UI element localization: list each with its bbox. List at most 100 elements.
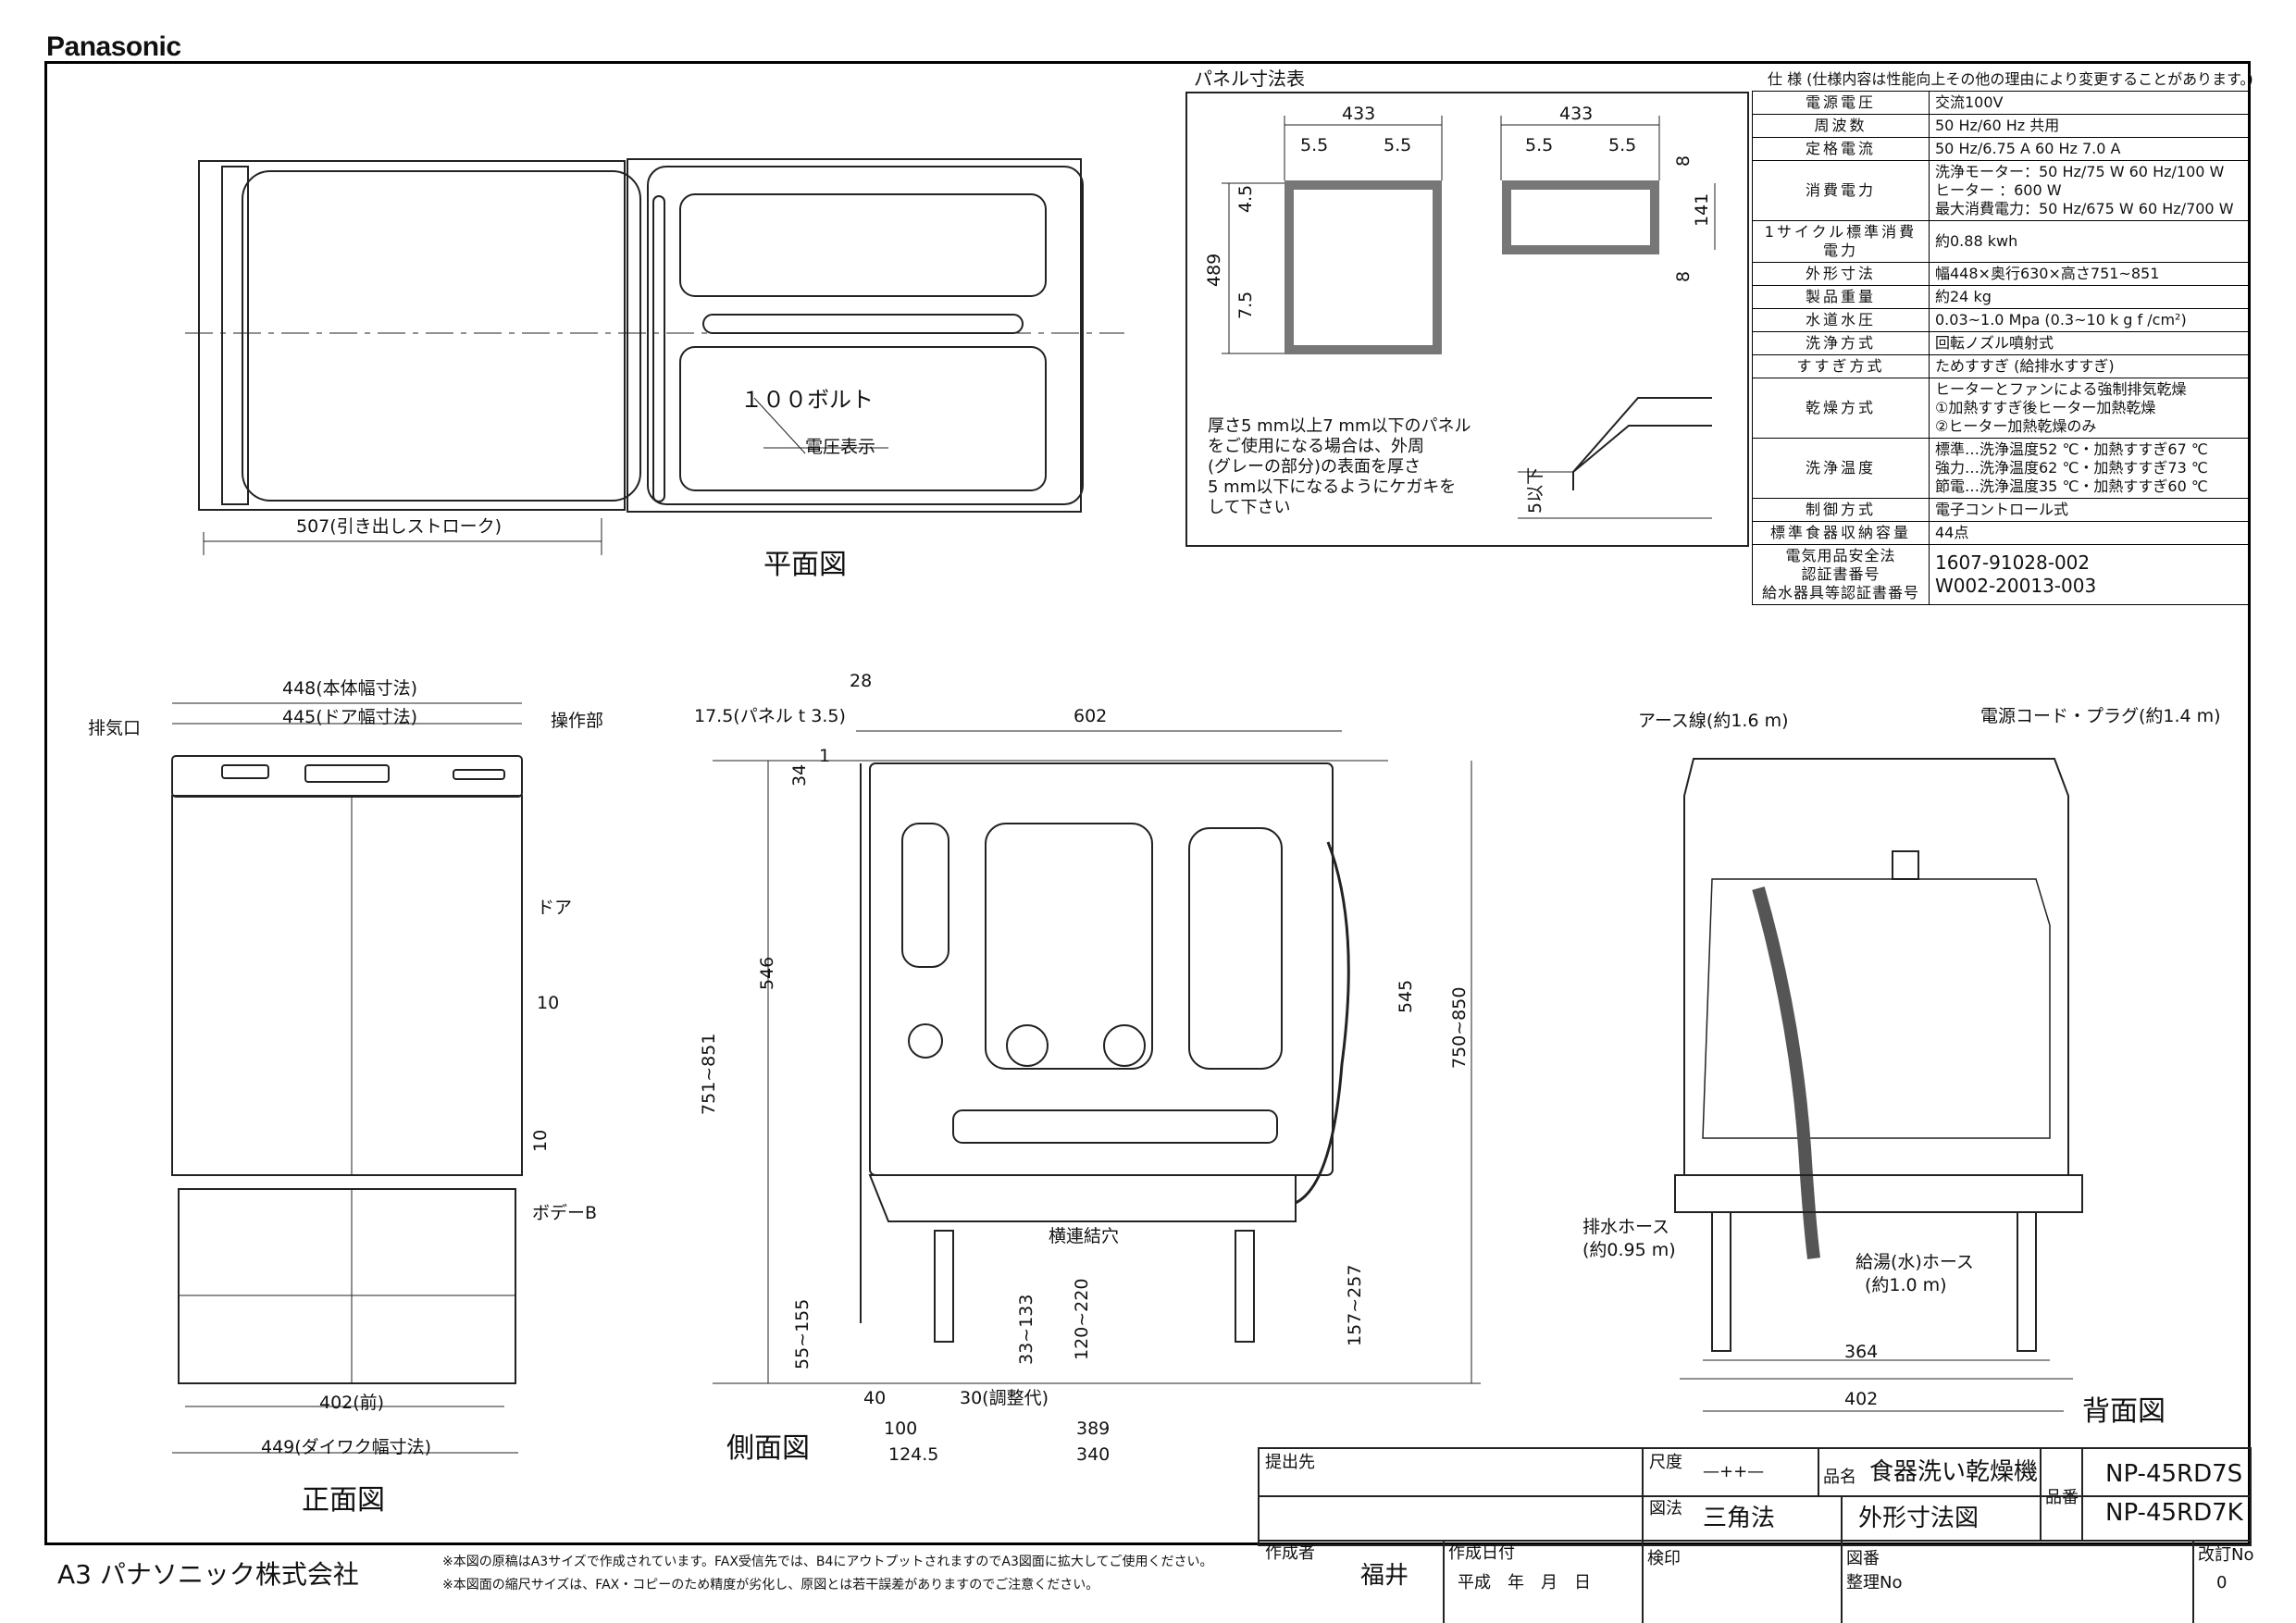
scale-label: 尺度	[1649, 1453, 1682, 1472]
author-label: 作成者	[1265, 1543, 1315, 1563]
product-name-label: 品名	[1823, 1468, 1856, 1487]
drawing-number-label: 図番	[1846, 1549, 1880, 1568]
panel-table-title: パネル寸法表	[1194, 68, 1305, 90]
spec-key: 乾燥方式	[1752, 378, 1930, 439]
dim-546: 546	[757, 956, 777, 990]
spec-key: 電源電圧	[1752, 91, 1930, 115]
spec-row: 外形寸法幅448×奥行630×高さ751~851	[1752, 262, 2250, 286]
panel-dim-5-5-d: 5.5	[1608, 135, 1637, 155]
submit-to-label: 提出先	[1265, 1453, 1315, 1472]
spec-key: 制御方式	[1752, 498, 1930, 522]
company-name: A3 パナソニック株式会社	[57, 1559, 359, 1590]
spec-key: 1サイクル標準消費電力	[1752, 220, 1930, 263]
drain-hose-label: 排水ホース	[1582, 1217, 1670, 1237]
spec-value: ためすすぎ (給排水すすぎ)	[1929, 354, 2250, 378]
title-block-lines	[1258, 1447, 2252, 1623]
dim-602: 602	[1074, 706, 1108, 726]
revision-label: 改訂No	[2198, 1545, 2254, 1565]
dim-28: 28	[850, 671, 873, 691]
spec-value: 電子コントロール式	[1929, 498, 2250, 522]
back-view-title: 背面図	[2082, 1395, 2166, 1428]
spec-key: 消費電力	[1752, 160, 1930, 221]
panel-dim-489: 489	[1204, 253, 1224, 287]
spec-row: 電源電圧交流100V	[1752, 91, 2250, 115]
plan-view-drawing	[185, 158, 1124, 555]
spec-value: 約24 kg	[1929, 285, 2250, 309]
dim-100: 100	[884, 1419, 918, 1439]
spec-key: 製品重量	[1752, 285, 1930, 309]
spec-row: すすぎ方式ためすすぎ (給排水すすぎ)	[1752, 354, 2250, 378]
dim-33-133: 33~133	[1016, 1294, 1036, 1365]
spec-key: すすぎ方式	[1752, 354, 1930, 378]
spec-row: 消費電力洗浄モーター：50 Hz/75 W 60 Hz/100 W ヒーター ：…	[1752, 160, 2250, 221]
spec-key: 洗浄温度	[1752, 438, 1930, 499]
spec-title: 仕 様 (仕様内容は性能向上その他の理由により変更することがあります。)	[1768, 70, 2253, 88]
dim-124-5: 124.5	[888, 1444, 939, 1465]
spec-value: 回転ノズル噴射式	[1929, 331, 2250, 355]
panel-dim-8-a: 8	[1673, 155, 1694, 167]
dim-545: 545	[1396, 979, 1416, 1013]
front-view-drawing	[171, 702, 523, 1454]
panel-dim-5-5-b: 5.5	[1384, 135, 1412, 155]
back-view-drawing	[1674, 758, 2083, 1412]
panel-dim-5-5-c: 5.5	[1525, 135, 1554, 155]
panel-dim-433-b: 433	[1559, 104, 1594, 124]
dim-55-155: 55~155	[792, 1298, 813, 1369]
spec-value: 0.03~1.0 Mpa (0.3~10 k g f /cm²)	[1929, 308, 2250, 332]
spec-value: 50 Hz/60 Hz 共用	[1929, 114, 2250, 138]
spec-value: 50 Hz/6.75 A 60 Hz 7.0 A	[1929, 137, 2250, 161]
supply-hose-length: (約1.0 m)	[1865, 1275, 1947, 1295]
body-b-label: ボデーB	[532, 1203, 598, 1223]
spec-value: 交流100V	[1929, 91, 2250, 115]
panel-thickness-dimension: 17.5(パネル t 3.5)	[694, 706, 846, 726]
panel-dim-7-5: 7.5	[1235, 291, 1256, 319]
drain-hose-length: (約0.95 m)	[1582, 1240, 1676, 1260]
dim-389: 389	[1076, 1419, 1111, 1439]
spec-row: 洗浄方式回転ノズル噴射式	[1752, 331, 2250, 355]
spec-key: 標準食器収納容量	[1752, 521, 1930, 545]
frame-width-dimension: 449(ダイワク幅寸法)	[261, 1437, 432, 1457]
brand-logo: Panasonic	[46, 31, 181, 62]
spec-row: 製品重量約24 kg	[1752, 285, 2250, 309]
body-width-dimension: 448(本体幅寸法)	[282, 678, 418, 699]
revision-number: 0	[2216, 1573, 2228, 1592]
spec-key: 洗浄方式	[1752, 331, 1930, 355]
spec-value: 1607-91028-002 W002-20013-003	[1929, 544, 2250, 605]
dim-34: 34	[789, 763, 810, 787]
panel-dim-141: 141	[1692, 192, 1712, 227]
dim-157-257: 157~257	[1345, 1264, 1365, 1346]
side-view-drawing	[713, 730, 1481, 1384]
earth-wire-label: アース線(約1.6 m)	[1638, 711, 1789, 731]
dim-750-850: 750~850	[1449, 986, 1470, 1069]
spec-value: 洗浄モーター：50 Hz/75 W 60 Hz/100 W ヒーター ：600 …	[1929, 160, 2250, 221]
voltage-label: １００ボルト	[740, 387, 874, 413]
spec-key: 水道水圧	[1752, 308, 1930, 332]
footer-note-1: ※本図の原稿はA3サイズで作成されています。FAX受信先では、B4にアウトプット…	[442, 1555, 1213, 1569]
drawing-type: 外形寸法図	[1858, 1505, 1980, 1532]
door-width-dimension: 445(ドア幅寸法)	[282, 707, 418, 727]
dim-340: 340	[1076, 1444, 1111, 1465]
control-panel-label: 操作部	[551, 711, 604, 731]
voltage-display-label: 電圧表示	[805, 437, 876, 457]
product-name: 食器洗い乾燥機	[1869, 1458, 2039, 1486]
exhaust-label: 排気口	[88, 718, 142, 738]
panel-dim-4-5: 4.5	[1235, 184, 1256, 213]
dim-120-220: 120~220	[1072, 1278, 1092, 1360]
power-cord-label: 電源コード・プラグ(約1.4 m)	[1980, 706, 2221, 726]
panel-dim-5-max: 5以下	[1525, 466, 1545, 514]
front-view-title: 正面図	[302, 1484, 385, 1517]
date-value: 平成 年 月 日	[1458, 1573, 1591, 1592]
plan-view-title: 平面図	[763, 549, 847, 581]
spec-value: ヒーターとファンによる強制排気乾燥 ①加熱すすぎ後ヒーター加熱乾燥 ②ヒーター加…	[1929, 378, 2250, 439]
dim-40: 40	[863, 1388, 887, 1408]
date-label: 作成日付	[1448, 1543, 1515, 1563]
supply-hose-label: 給湯(水)ホース	[1855, 1252, 1974, 1272]
spec-value: 44点	[1929, 521, 2250, 545]
spec-key: 電気用品安全法 認証書番号 給水器具等認証書番号	[1752, 544, 1930, 605]
panel-dimension-drawing	[1185, 92, 1749, 547]
